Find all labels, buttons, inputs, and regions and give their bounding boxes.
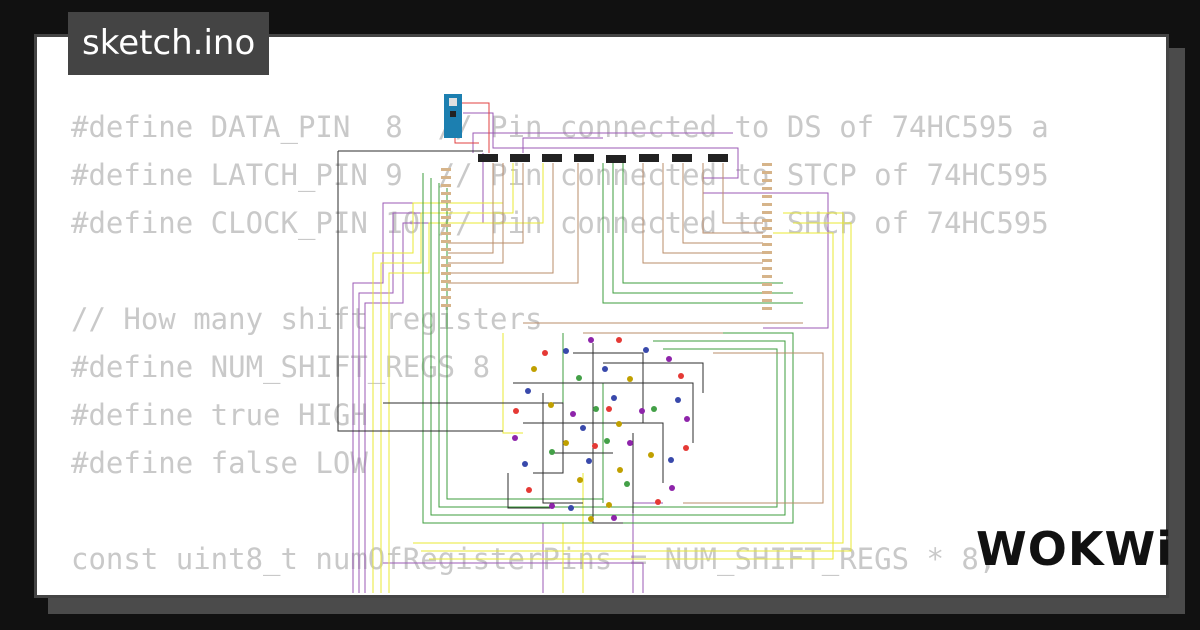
shift-register-icon [672,154,692,162]
code-line: #define LATCH_PIN 9 // Pin connected to … [71,158,1049,192]
code-line: #define true HIGH [71,398,368,432]
shift-register-icon [606,155,626,163]
resistor-column-left [441,168,451,307]
shift-register-icon [510,154,530,162]
shift-register-icon [708,154,728,162]
wokwi-logo: WOKWi [976,522,1173,576]
project-preview-card: #define DATA_PIN 8 // Pin connected to D… [34,34,1169,598]
wire-group-yellow [372,163,852,593]
shift-register-icon [542,154,562,162]
wires [337,102,852,593]
shift-registers [478,154,728,163]
wire-group-green [422,163,803,524]
circuit-diagram [337,94,852,593]
shift-register-icon [574,154,594,162]
shift-register-icon [639,154,659,162]
shift-register-icon [478,154,498,162]
arduino-nano-icon [444,94,462,138]
wire-group-dark [337,150,704,524]
leds [512,337,690,522]
file-name-tag: sketch.ino [68,12,270,75]
resistor-column-right [762,163,772,310]
wire-group-brown [448,163,824,504]
code-line: #define NUM_SHIFT_REGS 8 [71,350,491,384]
